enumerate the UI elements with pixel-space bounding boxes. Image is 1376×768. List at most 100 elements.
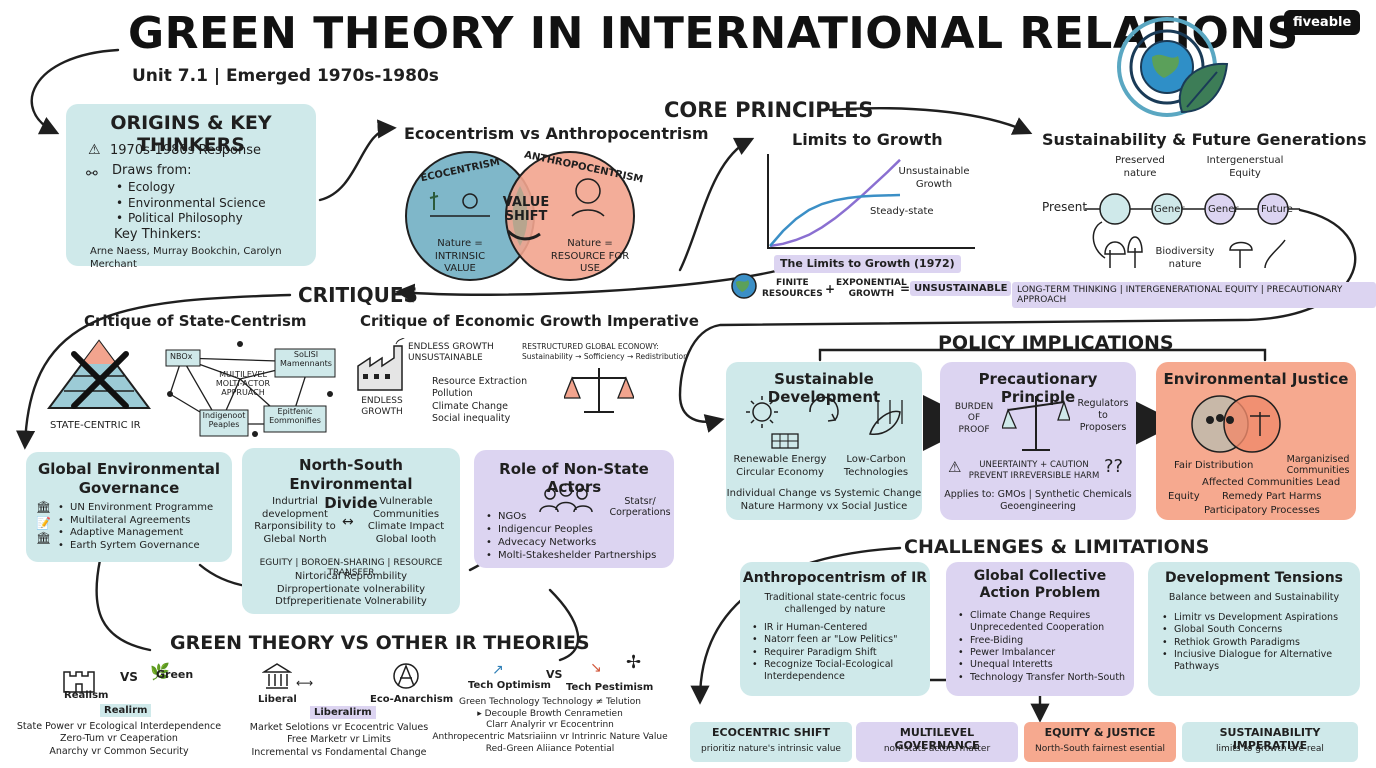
trend-up-icon: ↗	[492, 662, 504, 678]
list-item: Requirer Paradigm Shift	[752, 647, 924, 660]
anthro-ir-desc: Traditional state-centric focus challeng…	[740, 592, 930, 616]
label-line: Statsr/	[624, 496, 656, 507]
label-line: Renewable Energy	[733, 454, 827, 465]
heading-line: Divide	[324, 493, 378, 512]
dev-tensions-heading: Development Tensions	[1165, 570, 1343, 586]
tech-optimism-label: Tech Optimism	[468, 680, 551, 691]
footer-tags: ECOCENTRIC SHIFT prioritiz nature's intr…	[690, 722, 1362, 762]
gener-node-2: Gener	[1208, 204, 1239, 215]
label-line: Marganizised	[1286, 454, 1350, 465]
origins-response: 1970s-1980s Response	[110, 143, 261, 158]
label-line: Communities	[372, 508, 440, 520]
label-line: Anthropecentric Matsriaiinn vr Intrinric…	[432, 732, 668, 743]
comparison-heading: GREEN THEORY VS OTHER IR THEORIES	[170, 632, 590, 654]
dev-tensions-list: Limitr vs Development Aspirations Global…	[1162, 612, 1354, 674]
north-south-heading: North-South Environmental Divide	[242, 456, 460, 512]
thinkers-names: Arne Naess, Murray Bookchin, Carolyn Mer…	[90, 246, 282, 270]
label-line: FINITE	[776, 278, 809, 288]
draws-list: Ecology Environmental Science Political …	[116, 180, 266, 227]
brand-logo: fiveable	[1284, 10, 1361, 35]
label-line: nature	[1123, 167, 1157, 179]
generations-timeline	[1085, 193, 1300, 269]
state-centric-label: STATE-CENTRIC IR	[50, 420, 141, 431]
list-item: IR ir Human-Centered	[752, 622, 924, 635]
footer-tag: MULTILEVEL GOVERNANCE non-stats actors m…	[856, 722, 1018, 762]
policy-heading: POLICY IMPLICATIONS	[938, 332, 1174, 354]
finite-label: FINITE RESOURCES	[762, 278, 823, 300]
heading-line: Governance	[78, 478, 180, 497]
label-line: Mamennants	[280, 359, 332, 369]
label-line: MULTILEVEL	[219, 370, 267, 379]
value-shift-line: SHIFT	[504, 209, 548, 225]
label-line: SoLISI	[293, 350, 319, 359]
sustainability-heading: Sustainability & Future Generations	[1042, 130, 1367, 149]
footer-tag-title: MULTILEVEL GOVERNANCE	[894, 726, 980, 752]
governance-list: UN Environment Programme Multilateral Ag…	[58, 502, 213, 552]
label-line: Incremental vs Fondamental Change	[251, 746, 427, 758]
globe-icon	[731, 273, 757, 299]
label-line: BURDEN	[954, 402, 994, 412]
tech-pessimism-label: Tech Pestimism	[566, 682, 654, 693]
expo-label: EXPONENTIAL GROWTH	[836, 278, 907, 300]
label-line: Zero-Tum vr Ceaperation	[60, 733, 178, 745]
label-line: Preserved	[1115, 155, 1165, 166]
label-line: Unsustainable	[898, 166, 970, 177]
list-item: Resource Extraction	[432, 376, 528, 387]
value-shift-line: VALUE	[502, 195, 550, 210]
label-line: Intergenerstual	[1206, 155, 1284, 166]
green-label: Green	[156, 668, 194, 681]
label-line: Geoengineering	[1000, 501, 1076, 513]
network-icon: ⚯	[86, 166, 98, 182]
nonstate-heading: Role of Non-State Actors	[499, 460, 649, 496]
eco-note: Nature = INTRINSIC VALUE	[420, 238, 500, 276]
list-item: Technology Transfer North-South	[958, 672, 1130, 685]
equals-sign: =	[900, 282, 911, 296]
list-item: Adaptive Management	[58, 527, 213, 540]
label-line: Communities	[1286, 465, 1350, 477]
factory-icon	[357, 338, 405, 391]
caution-icon: ⚠	[948, 458, 962, 476]
list-item: Indigencur Peoples	[486, 523, 656, 536]
label-line: Anarchy vr Common Security	[49, 745, 189, 757]
burden-label: BURDEN OF PROOF	[946, 402, 1002, 436]
label-line: Proposers	[1079, 421, 1127, 433]
label-line: PROOF	[958, 424, 990, 435]
green-leaf-icon: 🌿	[150, 662, 170, 681]
tech-vs: VS	[546, 668, 563, 681]
label-line: RESTRUCTURED GLOBAL ECONOWY:	[522, 342, 659, 351]
trend-down-icon: ↘	[590, 660, 602, 676]
chart-series-line	[769, 193, 901, 247]
marginalized-label: Marganizised Communities	[1282, 454, 1354, 477]
anarchism-icon	[393, 663, 419, 689]
north-south-lines: Nirtorical Reprombility Dirpropertionate…	[242, 571, 460, 609]
net-epistemic: Epitfenic Eommonifies	[264, 407, 326, 425]
realism-vs: VS	[120, 670, 138, 684]
label-line: ▸ Decouple Browth Cenrametien	[477, 708, 623, 719]
critiques-heading: CRITIQUES	[298, 283, 418, 307]
thinkers-label: Key Thinkers:	[114, 227, 202, 242]
anthro-ir-card: Anthropocentrism of IR Traditional state…	[740, 562, 930, 696]
two-way-arrow-icon: ⟷	[296, 676, 314, 690]
sd-left: Renewable Energy Circular Economy	[730, 454, 830, 479]
label-line: nature	[1168, 258, 1202, 270]
core-heading: CORE PRINCIPLES	[664, 98, 874, 122]
label-line: MOLTI-ACTOR	[215, 379, 271, 389]
nonstate-card: Role of Non-State Actors Statsr/ Corpera…	[474, 450, 674, 568]
label-line: Growth	[915, 178, 953, 190]
participatory-label: Participatory Processes	[1204, 505, 1320, 516]
remedy-label: Remedy Part Harms	[1222, 491, 1322, 502]
net-social: SoLISI Mamennants	[278, 350, 334, 368]
growth-effects-list: Resource Extraction Pollution Climate Ch…	[432, 376, 527, 425]
state-critique-heading: Critique of State-Centrism	[84, 312, 307, 330]
list-item: Pewer Imbalancer	[958, 647, 1130, 660]
draws-label: Draws from:	[112, 163, 192, 178]
realism-lines: State Power vr Ecological Interdependenc…	[4, 721, 234, 758]
list-item: UN Environment Programme	[58, 502, 213, 515]
label-line: Green Technology Technology ≠ Telution	[458, 697, 642, 707]
equity-label: Equity	[1168, 491, 1200, 502]
applies-to: Applies to: GMOs | Synthetic Chemicals G…	[940, 489, 1136, 514]
net-indigenous: Indigenoot Peaples	[200, 411, 248, 429]
footer-tag-sub: North-South fairnest esential	[1035, 744, 1165, 754]
list-item: NGOs	[486, 510, 656, 523]
list-item: Advecacy Networks	[486, 536, 656, 549]
